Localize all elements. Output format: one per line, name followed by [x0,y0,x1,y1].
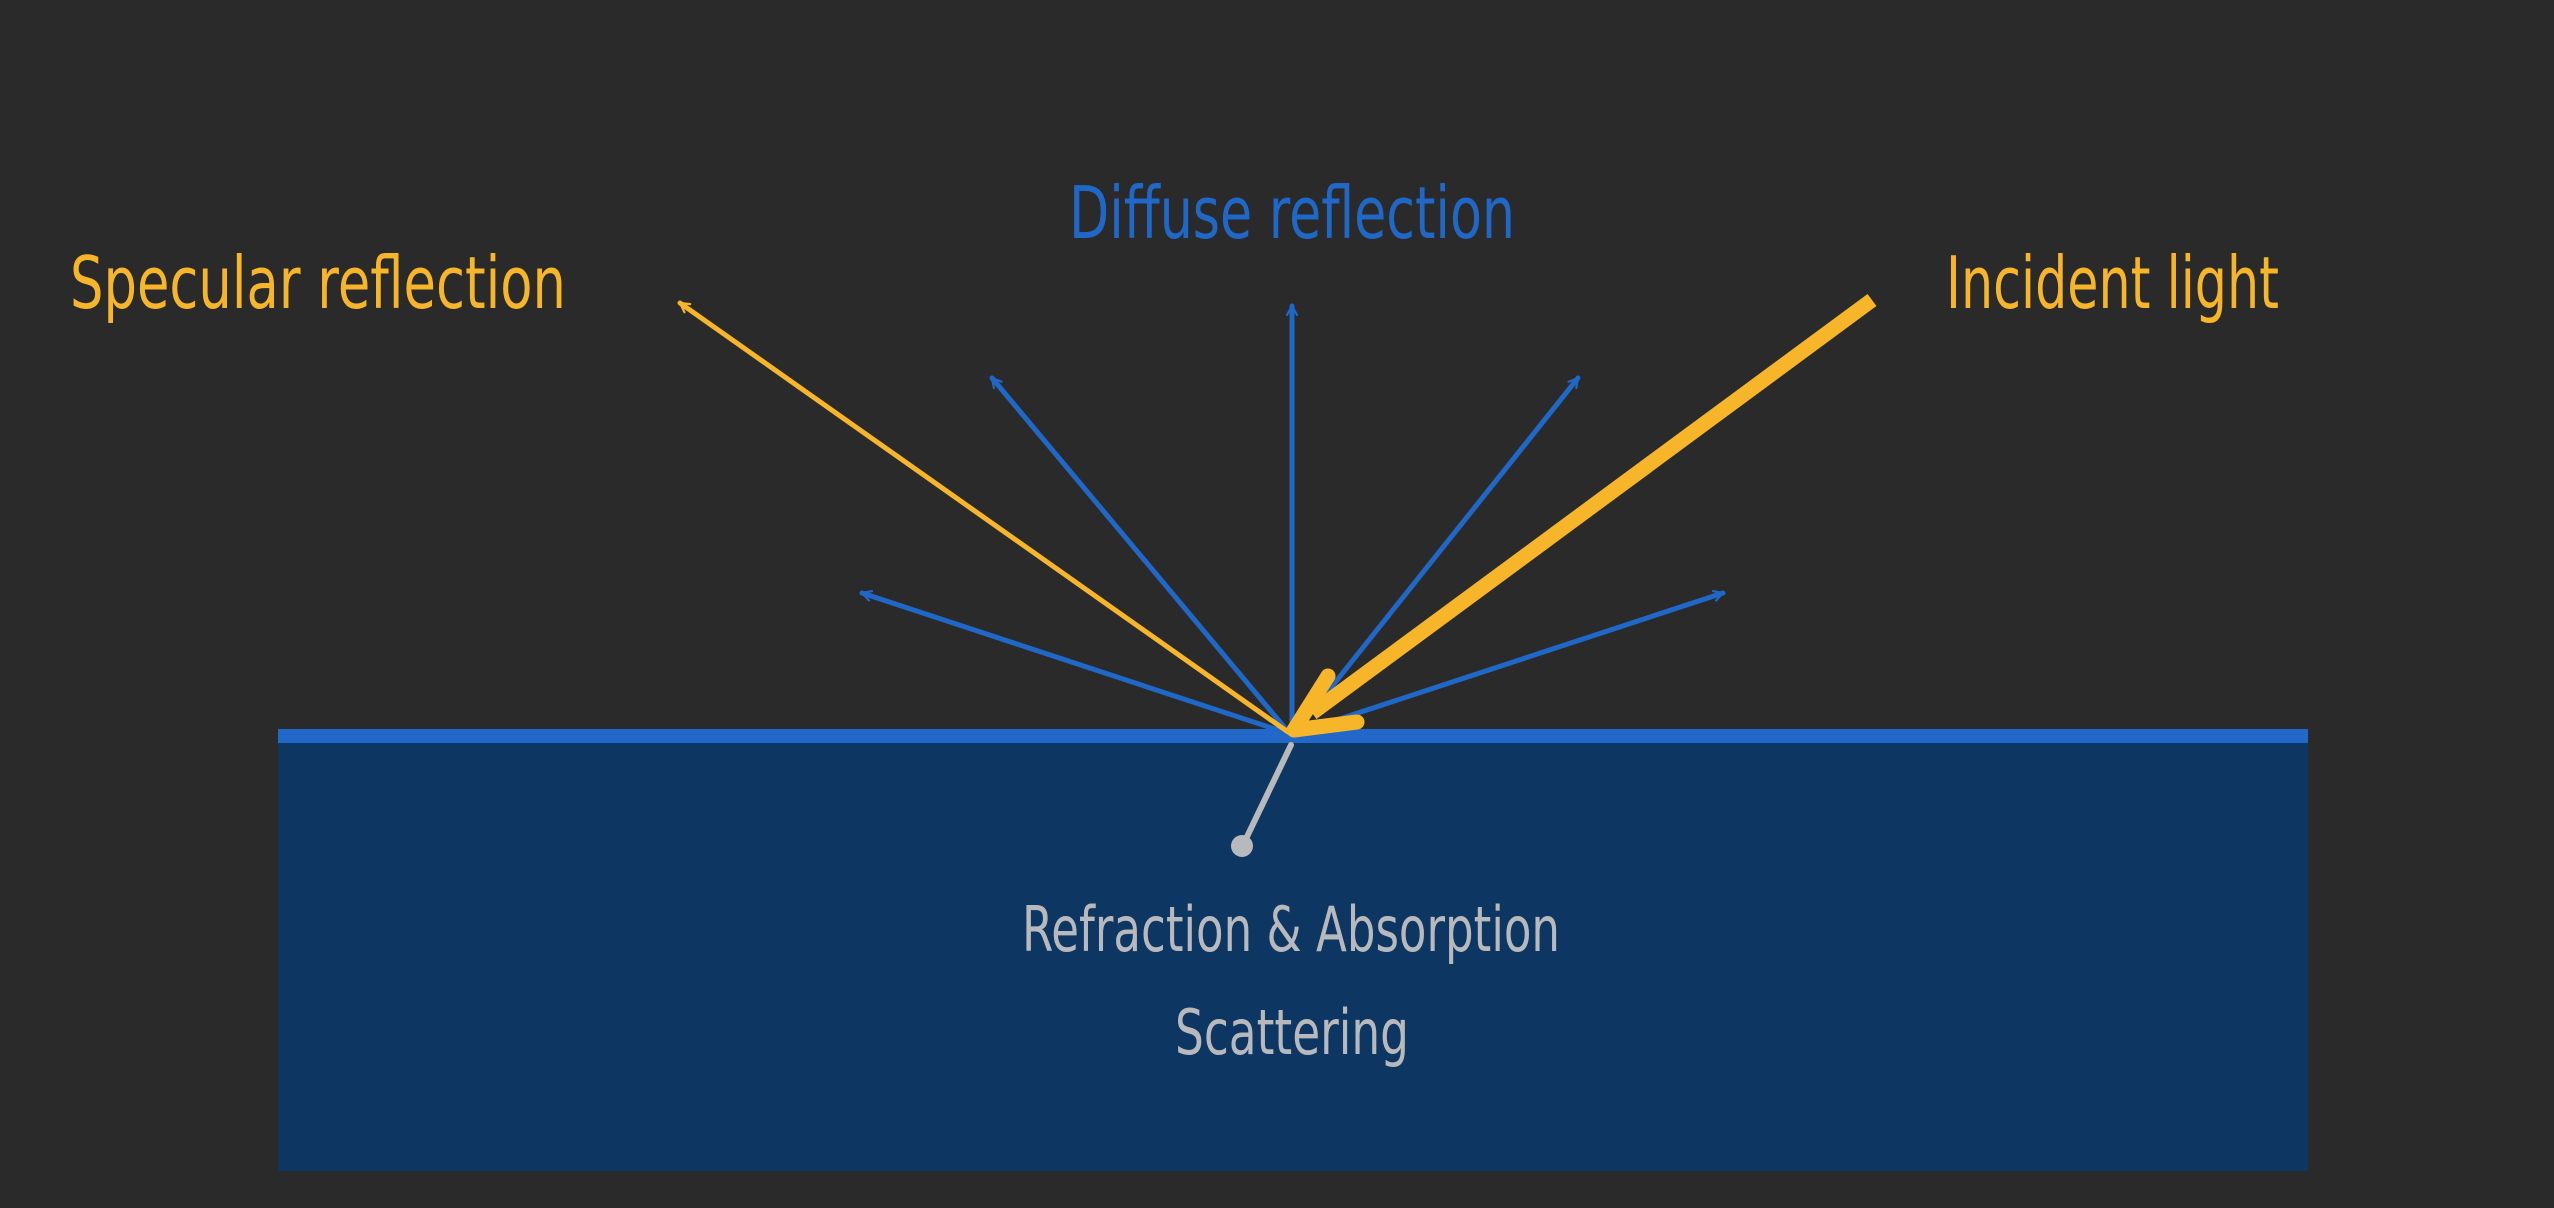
diffuse-ray-right [1291,375,1581,737]
refraction-ray [1231,742,1294,857]
material-body [278,740,2308,1171]
incident-arrowhead [1286,668,1365,738]
specular-reflection-label: Specular reflection [70,241,566,325]
diffuse-rays [859,303,1726,737]
refraction-absorption-label: Refraction & Absorption [1022,893,1560,966]
incident-ray [1286,293,1877,738]
incident-light-label: Incident light [1946,241,2279,325]
scattering-label: Scattering [1175,996,1409,1069]
diffuse-ray-far-right [1291,593,1726,737]
specular-ray [677,300,1291,735]
refraction-endpoint [1231,835,1253,857]
diffuse-reflection-label: Diffuse reflection [1069,171,1515,255]
diffuse-ray-left [989,375,1293,737]
diffuse-ray-far-left [859,593,1293,737]
